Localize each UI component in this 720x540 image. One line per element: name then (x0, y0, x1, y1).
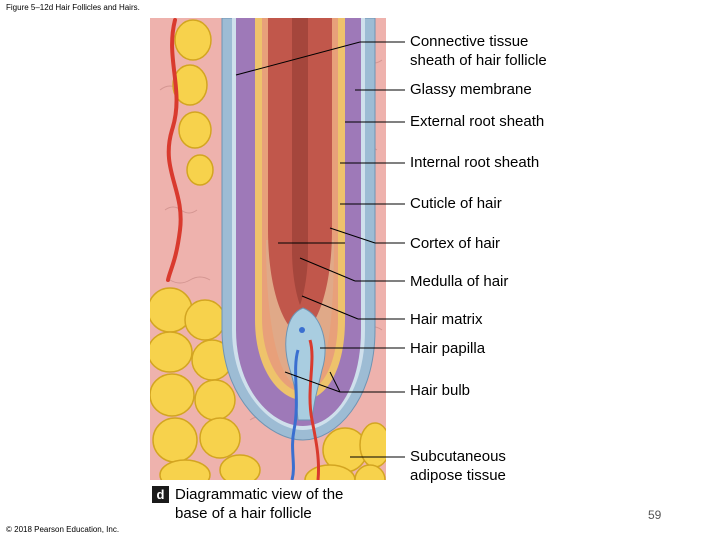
page-number: 59 (648, 508, 662, 522)
label-external-root-sheath: External root sheath (410, 113, 545, 130)
blood-vessel-left (166, 18, 183, 282)
label-internal-root-sheath: Internal root sheath (410, 154, 540, 171)
label-cuticle-of-hair: Cuticle of hair (410, 195, 502, 212)
papilla-vein (290, 349, 300, 480)
upper-fat-cells (172, 19, 214, 186)
hair-medulla (292, 18, 308, 305)
label-hair-bulb: Hair bulb (410, 382, 471, 399)
papilla-artery (308, 339, 320, 480)
adipose-tissue (150, 287, 386, 480)
label-ct-line1: Connective tissue (410, 33, 529, 50)
leader-lines (235, 41, 405, 458)
figure-caption: Diagrammatic view of the base of a hair … (175, 485, 343, 523)
copyright-notice: © 2018 Pearson Education, Inc. (6, 525, 120, 534)
label-adipose-line2: adipose tissue (410, 467, 506, 484)
label-hair-papilla: Hair papilla (410, 340, 486, 357)
label-hair-matrix: Hair matrix (410, 311, 483, 328)
label-subcutaneous-adipose-tissue: Subcutaneous adipose tissue (410, 447, 506, 485)
label-ct-line2: sheath of hair follicle (410, 52, 547, 69)
label-glassy-membrane: Glassy membrane (410, 81, 532, 98)
figure-title: Figure 5–12d Hair Follicles and Hairs. (6, 3, 140, 12)
caption-line2: base of a hair follicle (175, 505, 312, 522)
label-adipose-line1: Subcutaneous (410, 448, 506, 465)
caption-tag: d (152, 486, 169, 503)
label-cortex-of-hair: Cortex of hair (410, 235, 501, 252)
papilla-capillary (299, 327, 305, 333)
label-connective-tissue-sheath: Connective tissue sheath of hair follicl… (410, 32, 547, 70)
label-medulla-of-hair: Medulla of hair (410, 273, 509, 290)
caption-line1: Diagrammatic view of the (175, 486, 344, 503)
